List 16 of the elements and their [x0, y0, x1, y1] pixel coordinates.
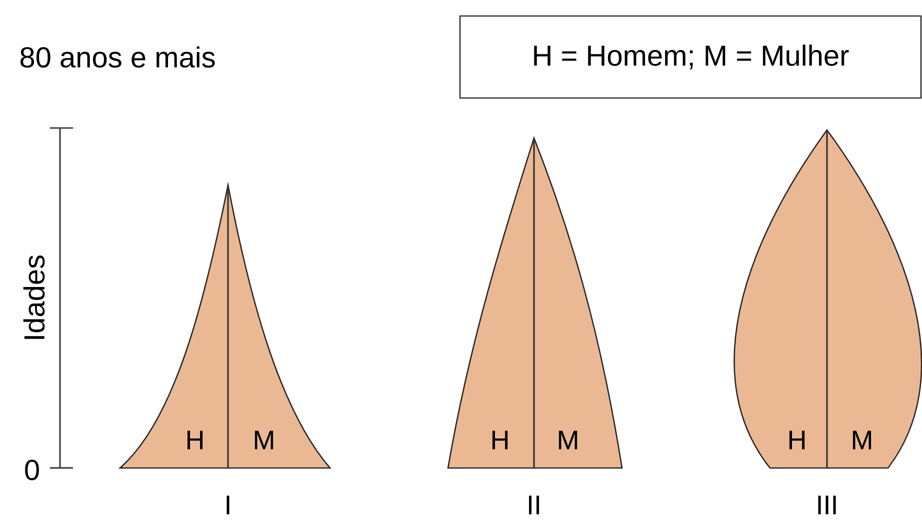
sex-letter: M — [558, 430, 578, 450]
roman-numeral-label: I — [226, 496, 230, 514]
population-pyramid — [447, 137, 623, 469]
roman-numeral-label: II — [529, 496, 540, 514]
sex-letter: M — [254, 430, 274, 450]
legend-box: H = Homem; M = Mulher — [459, 15, 922, 99]
age-range-label: 80 anos e mais — [20, 46, 215, 68]
axis-title: Idades — [23, 256, 45, 339]
axis-tick-label: 0 — [25, 460, 39, 480]
roman-numeral-label: III — [818, 496, 836, 514]
sex-letter: M — [852, 430, 872, 450]
population-pyramid — [734, 129, 922, 469]
population-pyramid — [119, 184, 331, 469]
sex-letter: H — [492, 430, 508, 450]
sex-letter: H — [789, 430, 805, 450]
sex-letter: H — [187, 430, 203, 450]
